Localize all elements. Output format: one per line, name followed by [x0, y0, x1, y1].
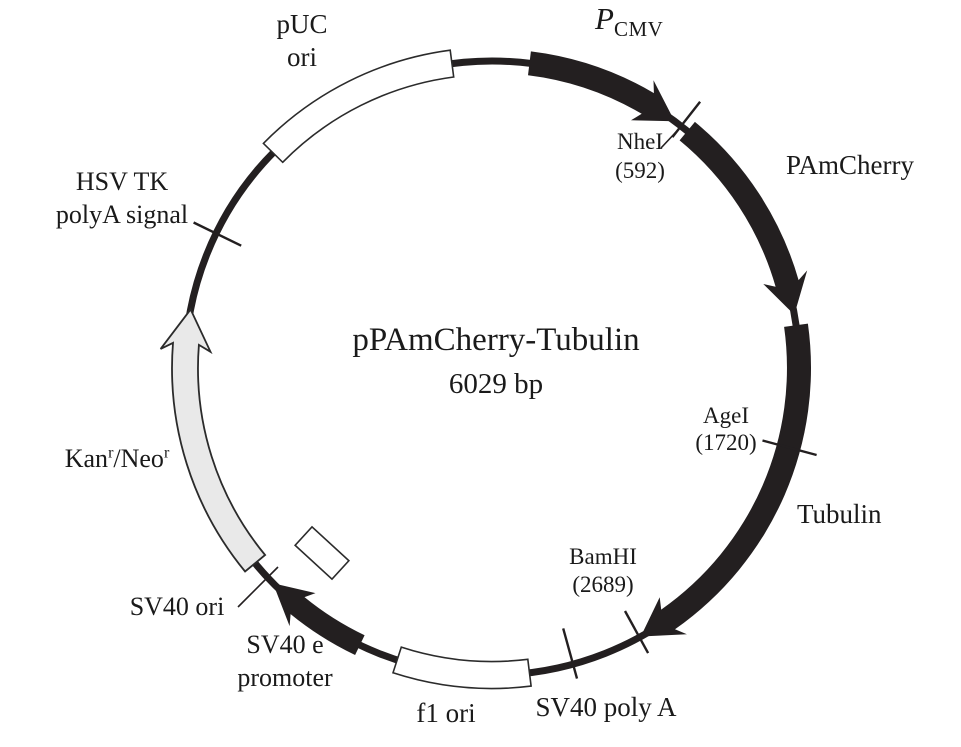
- kan-neo-resistance-label: Kanr/Neor: [65, 444, 170, 474]
- sv40-polya-tick: [562, 628, 579, 679]
- agei-site-position: (1720): [695, 430, 757, 455]
- kanneo-label-pre: Kan: [64, 444, 109, 473]
- pamcherry-feature-label: PAmCherry: [786, 150, 915, 180]
- sv40-polya-label: SV40 poly A: [535, 692, 677, 722]
- puc-ori-box: [262, 49, 455, 164]
- puc-ori-label-line1: pUC: [276, 9, 328, 39]
- nhei-site-position: (592): [615, 158, 665, 183]
- plasmid-title-block: pPAmCherry-Tubulin 6029 bp: [352, 322, 639, 401]
- puc-ori-label: pUC ori: [276, 8, 327, 74]
- sv40e-promoter-arrow: [273, 583, 365, 655]
- plasmid-name: pPAmCherry-Tubulin: [352, 322, 640, 358]
- pamcherry-arrow: [679, 121, 808, 315]
- sv40e-label-line1: SV40 e: [246, 630, 324, 659]
- bamhi-site-label: BamHI (2689): [569, 543, 637, 599]
- f1-ori-box: [391, 646, 532, 690]
- plasmid-size: 6029 bp: [448, 367, 544, 400]
- nhei-site-name: NheI: [617, 129, 663, 154]
- bamhi-site-position: (2689): [572, 572, 634, 597]
- kan-neo-arrow: [159, 307, 267, 573]
- nhei-site-label: NheI (592): [615, 127, 665, 185]
- hsv-tk-label-line1: HSV TK: [75, 167, 169, 196]
- sv40e-label-line2: promoter: [237, 663, 333, 692]
- sv40e-promoter-label: SV40 e promoter: [237, 628, 332, 694]
- sv40-ori-label: SV40 ori: [129, 592, 225, 621]
- agei-site-label: AgeI (1720): [695, 402, 756, 456]
- tubulin-arrow: [640, 323, 812, 637]
- nhei-leader: [660, 131, 677, 149]
- pcmv-label-subscript: CMV: [613, 17, 664, 41]
- pcmv-promoter-label: PCMV: [595, 1, 663, 41]
- hsv-tk-polya-label: HSV TK polyA signal: [56, 165, 188, 231]
- nhei-tick: [671, 100, 702, 138]
- bamhi-site-name: BamHI: [569, 544, 637, 569]
- kanneo-label-sup2: r: [163, 444, 170, 462]
- kanneo-label-mid: /Neo: [113, 444, 164, 473]
- agei-site-name: AgeI: [703, 403, 749, 428]
- hsv-tk-tick: [193, 221, 242, 247]
- tubulin-feature-label: Tubulin: [797, 499, 882, 529]
- f1-ori-label: f1 ori: [416, 698, 476, 728]
- puc-ori-label-line2: ori: [286, 42, 317, 72]
- bamhi-tick: [623, 610, 650, 654]
- pcmv-arrow: [528, 51, 675, 122]
- pcmv-label-main: P: [595, 1, 614, 36]
- hsv-tk-label-line2: polyA signal: [55, 200, 189, 229]
- agei-tick: [762, 439, 817, 457]
- sv40-ori-box: [293, 525, 351, 581]
- sv40-ori-leader: [237, 566, 279, 608]
- kanneo-label-sup1: r: [108, 444, 114, 462]
